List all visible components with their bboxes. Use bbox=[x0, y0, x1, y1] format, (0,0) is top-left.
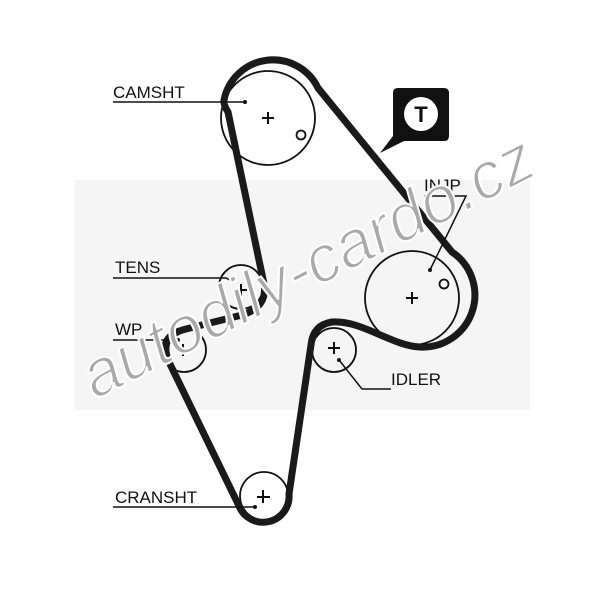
tension-marker-icon: T bbox=[380, 88, 449, 153]
label-water-pump: WP bbox=[115, 320, 142, 339]
label-camshaft: CAMSHT bbox=[113, 83, 185, 102]
injp-timing-mark bbox=[438, 278, 450, 290]
camshaft-timing-mark bbox=[295, 129, 307, 141]
center-marks bbox=[177, 112, 418, 503]
label-crankshaft: CRANSHT bbox=[115, 488, 197, 507]
label-injection-pump: INJP bbox=[424, 176, 461, 195]
label-idler: IDLER bbox=[391, 370, 441, 389]
timing-belt bbox=[162, 56, 479, 526]
badge-letter: T bbox=[414, 102, 428, 127]
leader-lines bbox=[113, 101, 468, 508]
camshaft-pulley bbox=[220, 70, 316, 166]
label-tensioner: TENS bbox=[115, 258, 160, 277]
background-texture bbox=[75, 180, 530, 410]
